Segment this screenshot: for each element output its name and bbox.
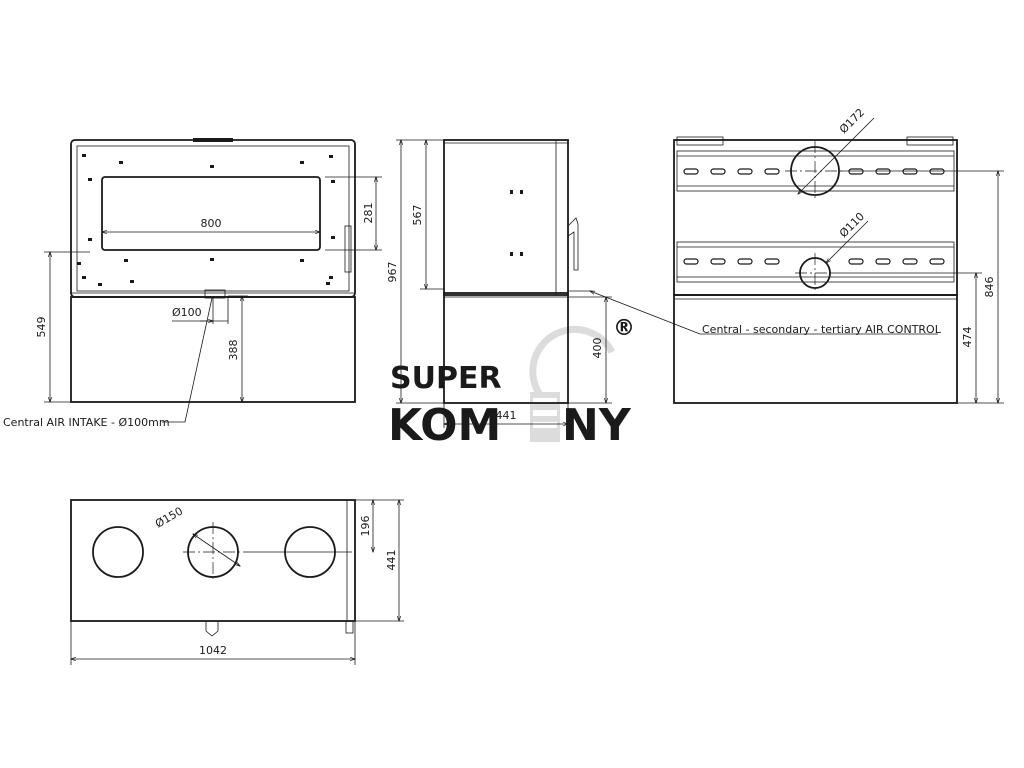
- front-view-air-intake-port: [204, 289, 226, 299]
- front-view: 800 281 549 388 Ø100 Central AIR INTAKE …: [3, 138, 382, 429]
- back-view: Ø172 Ø110 846 474 Central - secondary - …: [590, 106, 1004, 404]
- front-view-intake-diameter-dimension: Ø100: [172, 306, 202, 319]
- side-view-base: [443, 292, 569, 404]
- side-view-base-height-dimension: 400: [591, 338, 604, 359]
- front-view-glass-height-dimension: 281: [362, 203, 375, 224]
- top-view: Ø150 196 441 1042: [70, 499, 404, 665]
- back-view-lower-flue-diameter: Ø110: [837, 210, 867, 240]
- top-view-front-handle: [205, 620, 219, 637]
- front-view-intake-height-dimension: 388: [227, 340, 240, 361]
- front-view-body-height-dimension: 549: [35, 317, 48, 338]
- watermark-line1: SUPER: [390, 361, 502, 396]
- back-view-lower-flue-height: 474: [961, 327, 974, 348]
- top-view-left-outlet: [92, 526, 144, 578]
- back-view-base: [673, 294, 958, 404]
- front-view-fixing-dots: [77, 154, 335, 286]
- air-control-note: Central - secondary - tertiary AIR CONTR…: [702, 323, 942, 336]
- back-view-right-bracket: [906, 136, 954, 146]
- top-view-flue-offset-dimension: 196: [359, 516, 372, 537]
- back-view-upper-flue-diameter: Ø172: [837, 106, 867, 136]
- superkominy-watermark-logo: SUPER KOM NY ®: [388, 316, 635, 451]
- front-view-glass-window: [101, 176, 321, 251]
- watermark-registered-mark: ®: [613, 316, 635, 341]
- watermark-line2-left: KOM: [388, 400, 501, 451]
- side-view-depth-dimension: 441: [496, 409, 517, 422]
- side-view-total-height-dimension: 967: [386, 262, 399, 283]
- side-view-fixing-dots: [510, 190, 523, 256]
- back-view-firebox: [673, 139, 958, 296]
- side-view: 567 967 400 441: [386, 139, 612, 428]
- side-view-handle: [567, 217, 579, 271]
- watermark-line2-right: NY: [562, 400, 632, 451]
- back-view-left-bracket: [676, 136, 724, 146]
- side-view-firebox: [443, 139, 569, 296]
- back-view-lower-panel: [676, 241, 955, 283]
- side-view-upper-height-dimension: 567: [411, 205, 424, 226]
- top-view-depth-dimension: 441: [385, 550, 398, 571]
- top-view-outline: [70, 499, 356, 622]
- front-view-door-frame: [76, 145, 350, 292]
- central-air-intake-note: Central AIR INTAKE - Ø100mm: [3, 416, 170, 429]
- top-view-width-dimension: 1042: [199, 644, 227, 657]
- top-view-flue-diameter: Ø150: [153, 505, 185, 531]
- front-view-top-handle: [193, 138, 233, 142]
- back-view-upper-flue-height: 846: [983, 277, 996, 298]
- front-view-door-handle: [344, 225, 352, 273]
- top-view-side-handle: [345, 620, 354, 634]
- back-view-ventilation-slots: [683, 168, 945, 265]
- front-view-glass-width-dimension: 800: [201, 217, 222, 230]
